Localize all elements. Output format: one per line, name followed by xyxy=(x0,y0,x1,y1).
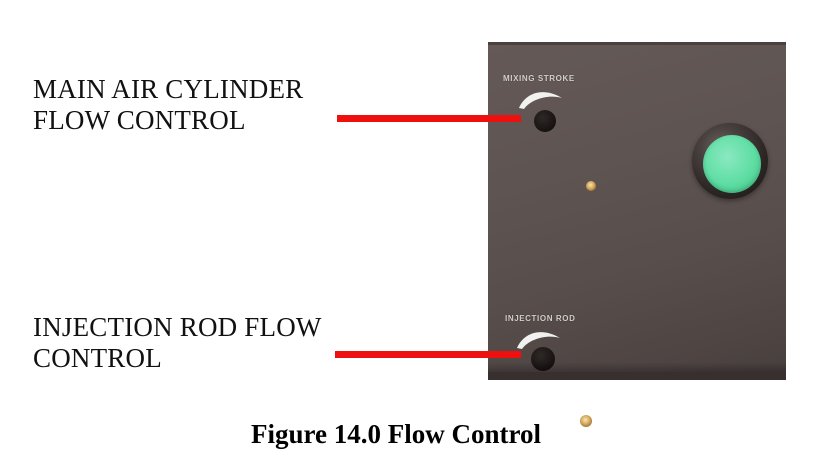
control-panel-photo: MIXING STROKE INJECTION ROD xyxy=(488,42,786,427)
brass-screw-icon xyxy=(586,181,596,191)
mixing-stroke-label: MIXING STROKE xyxy=(503,74,575,83)
figure-caption: Figure 14.0 Flow Control xyxy=(251,419,541,449)
callout-main-air-cylinder-label: MAIN AIR CYLINDER FLOW CONTROL xyxy=(33,74,304,135)
panel-bottom-shadow xyxy=(488,362,786,372)
injection-rod-knob xyxy=(531,347,592,427)
brass-screw-icon xyxy=(580,415,592,427)
knob-arc-highlight-icon xyxy=(519,92,562,109)
leader-line-main-air xyxy=(337,115,521,122)
green-pushbutton-bezel xyxy=(692,123,768,199)
knob-arc-highlight-icon xyxy=(517,332,560,349)
mixing-stroke-flow-control: MIXING STROKE xyxy=(488,45,608,191)
green-pushbutton xyxy=(703,135,761,193)
injection-rod-flow-control: INJECTION ROD xyxy=(488,285,618,427)
panel-bottom-edge xyxy=(488,372,786,380)
mixing-stroke-knob xyxy=(534,110,596,191)
injection-rod-label: INJECTION ROD xyxy=(505,314,576,323)
leader-line-injection-rod xyxy=(335,351,521,358)
callout-injection-rod-label: INJECTION ROD FLOW CONTROL xyxy=(33,312,322,373)
